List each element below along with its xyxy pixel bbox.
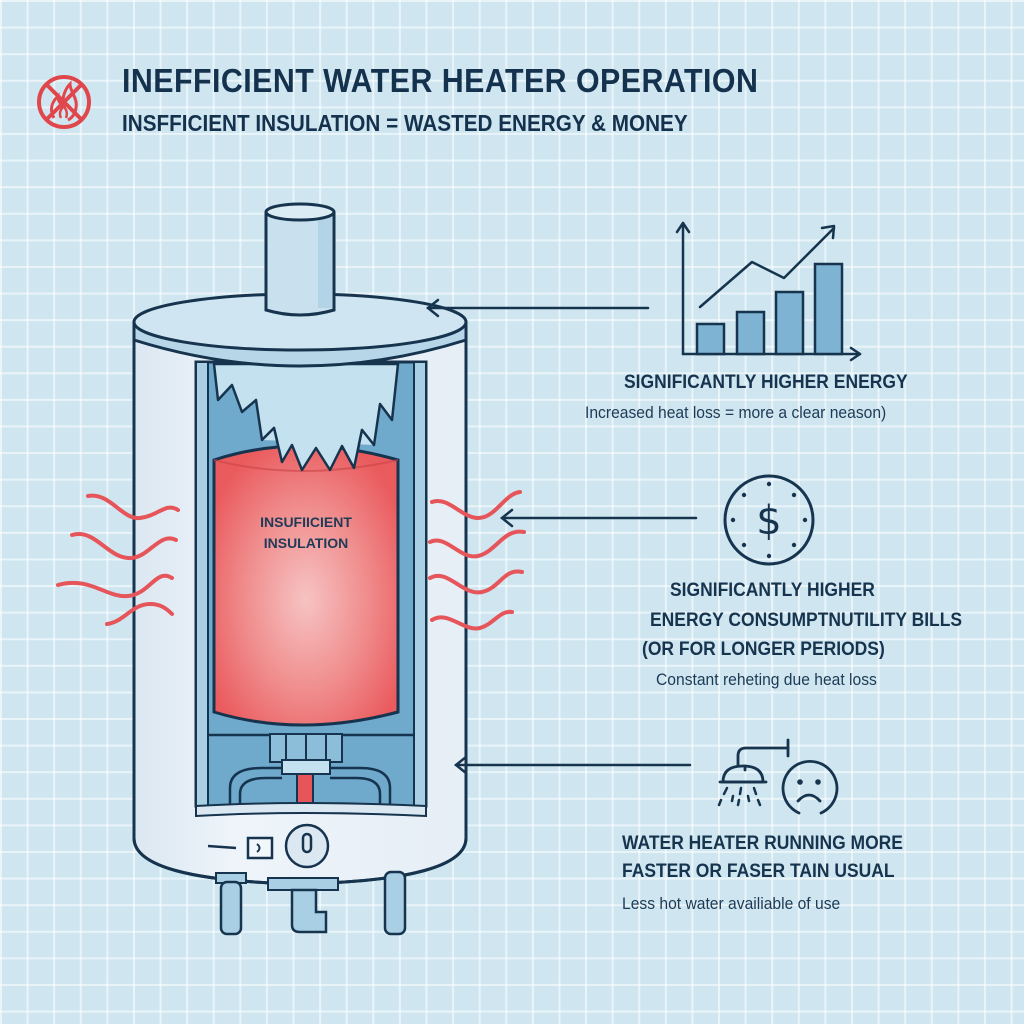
flue-pipe [264, 212, 336, 317]
callout-2-description: Constant reheting due heat loss [656, 670, 877, 689]
hot-water-tank [212, 444, 400, 727]
callout-3-description: Less hot water availiable of use [622, 894, 841, 913]
callout-1-heading: SIGNIFICANTLY HIGHER ENERGY [624, 372, 908, 393]
callout-1-description: Increased heat loss = more a clear neaso… [585, 403, 887, 422]
callout-arrows [425, 298, 698, 775]
control-knob [284, 823, 330, 869]
page-subtitle: INSFFICIENT INSULATION = WASTED ENERGY &… [122, 110, 688, 136]
callout-3-heading-line2: FASTER OR FASER TAIN USUAL [622, 861, 895, 882]
callout-3-heading-line1: WATER HEATER RUNNING MORE [622, 833, 903, 854]
callout-2-heading-line1: SIGNIFICANTLY HIGHER [670, 580, 875, 601]
heat-waves-right [428, 490, 526, 631]
callout-2-heading-line2: ENERGY CONSUMPTNUTILITY BILLS [650, 610, 963, 631]
tank-label: INSUFIICIENT INSULATION [260, 514, 352, 551]
page-title: INEFFICIENT WATER HEATER OPERATION [122, 62, 759, 99]
heat-waves-left [56, 493, 180, 626]
callout-2-heading-line3: (OR FOR LONGER PERIODS) [642, 639, 885, 660]
